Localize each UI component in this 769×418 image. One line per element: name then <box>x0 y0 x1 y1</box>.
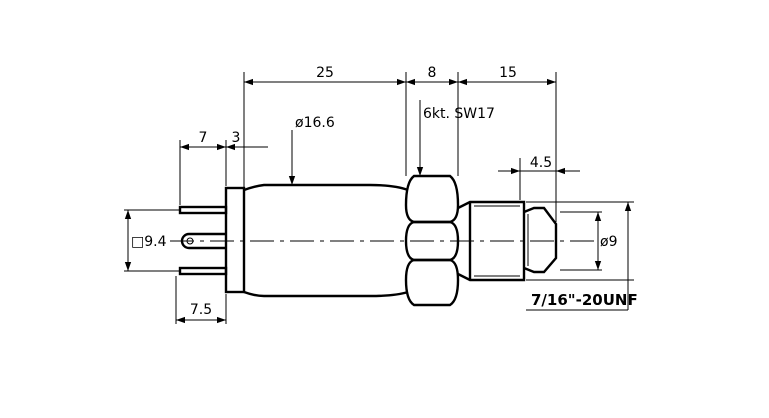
dim-square-9-4-label: □9.4 <box>131 234 167 250</box>
dim-8-label: 8 <box>428 65 437 81</box>
dim-dia-16-6-label: ø16.6 <box>295 115 335 131</box>
dim-hex-label: 6kt. SW17 <box>423 106 495 122</box>
dim-7-5-label: 7.5 <box>190 302 212 318</box>
extension-lines <box>124 72 634 324</box>
flange-plate <box>224 186 246 294</box>
dim-15-label: 15 <box>499 65 517 81</box>
nozzle-tip <box>523 206 558 274</box>
dim-3-label: 3 <box>232 130 241 146</box>
dim-25-label: 25 <box>316 65 334 81</box>
dimension-lines <box>124 78 632 324</box>
thread-spec-label: 7/16"-20UNF <box>531 291 638 309</box>
hex-nut <box>404 174 460 307</box>
dim-dia-9-label: ø9 <box>600 234 617 250</box>
dim-7-label: 7 <box>199 130 208 146</box>
sensor-body <box>243 183 409 298</box>
dim-4-5-label: 4.5 <box>530 155 552 171</box>
